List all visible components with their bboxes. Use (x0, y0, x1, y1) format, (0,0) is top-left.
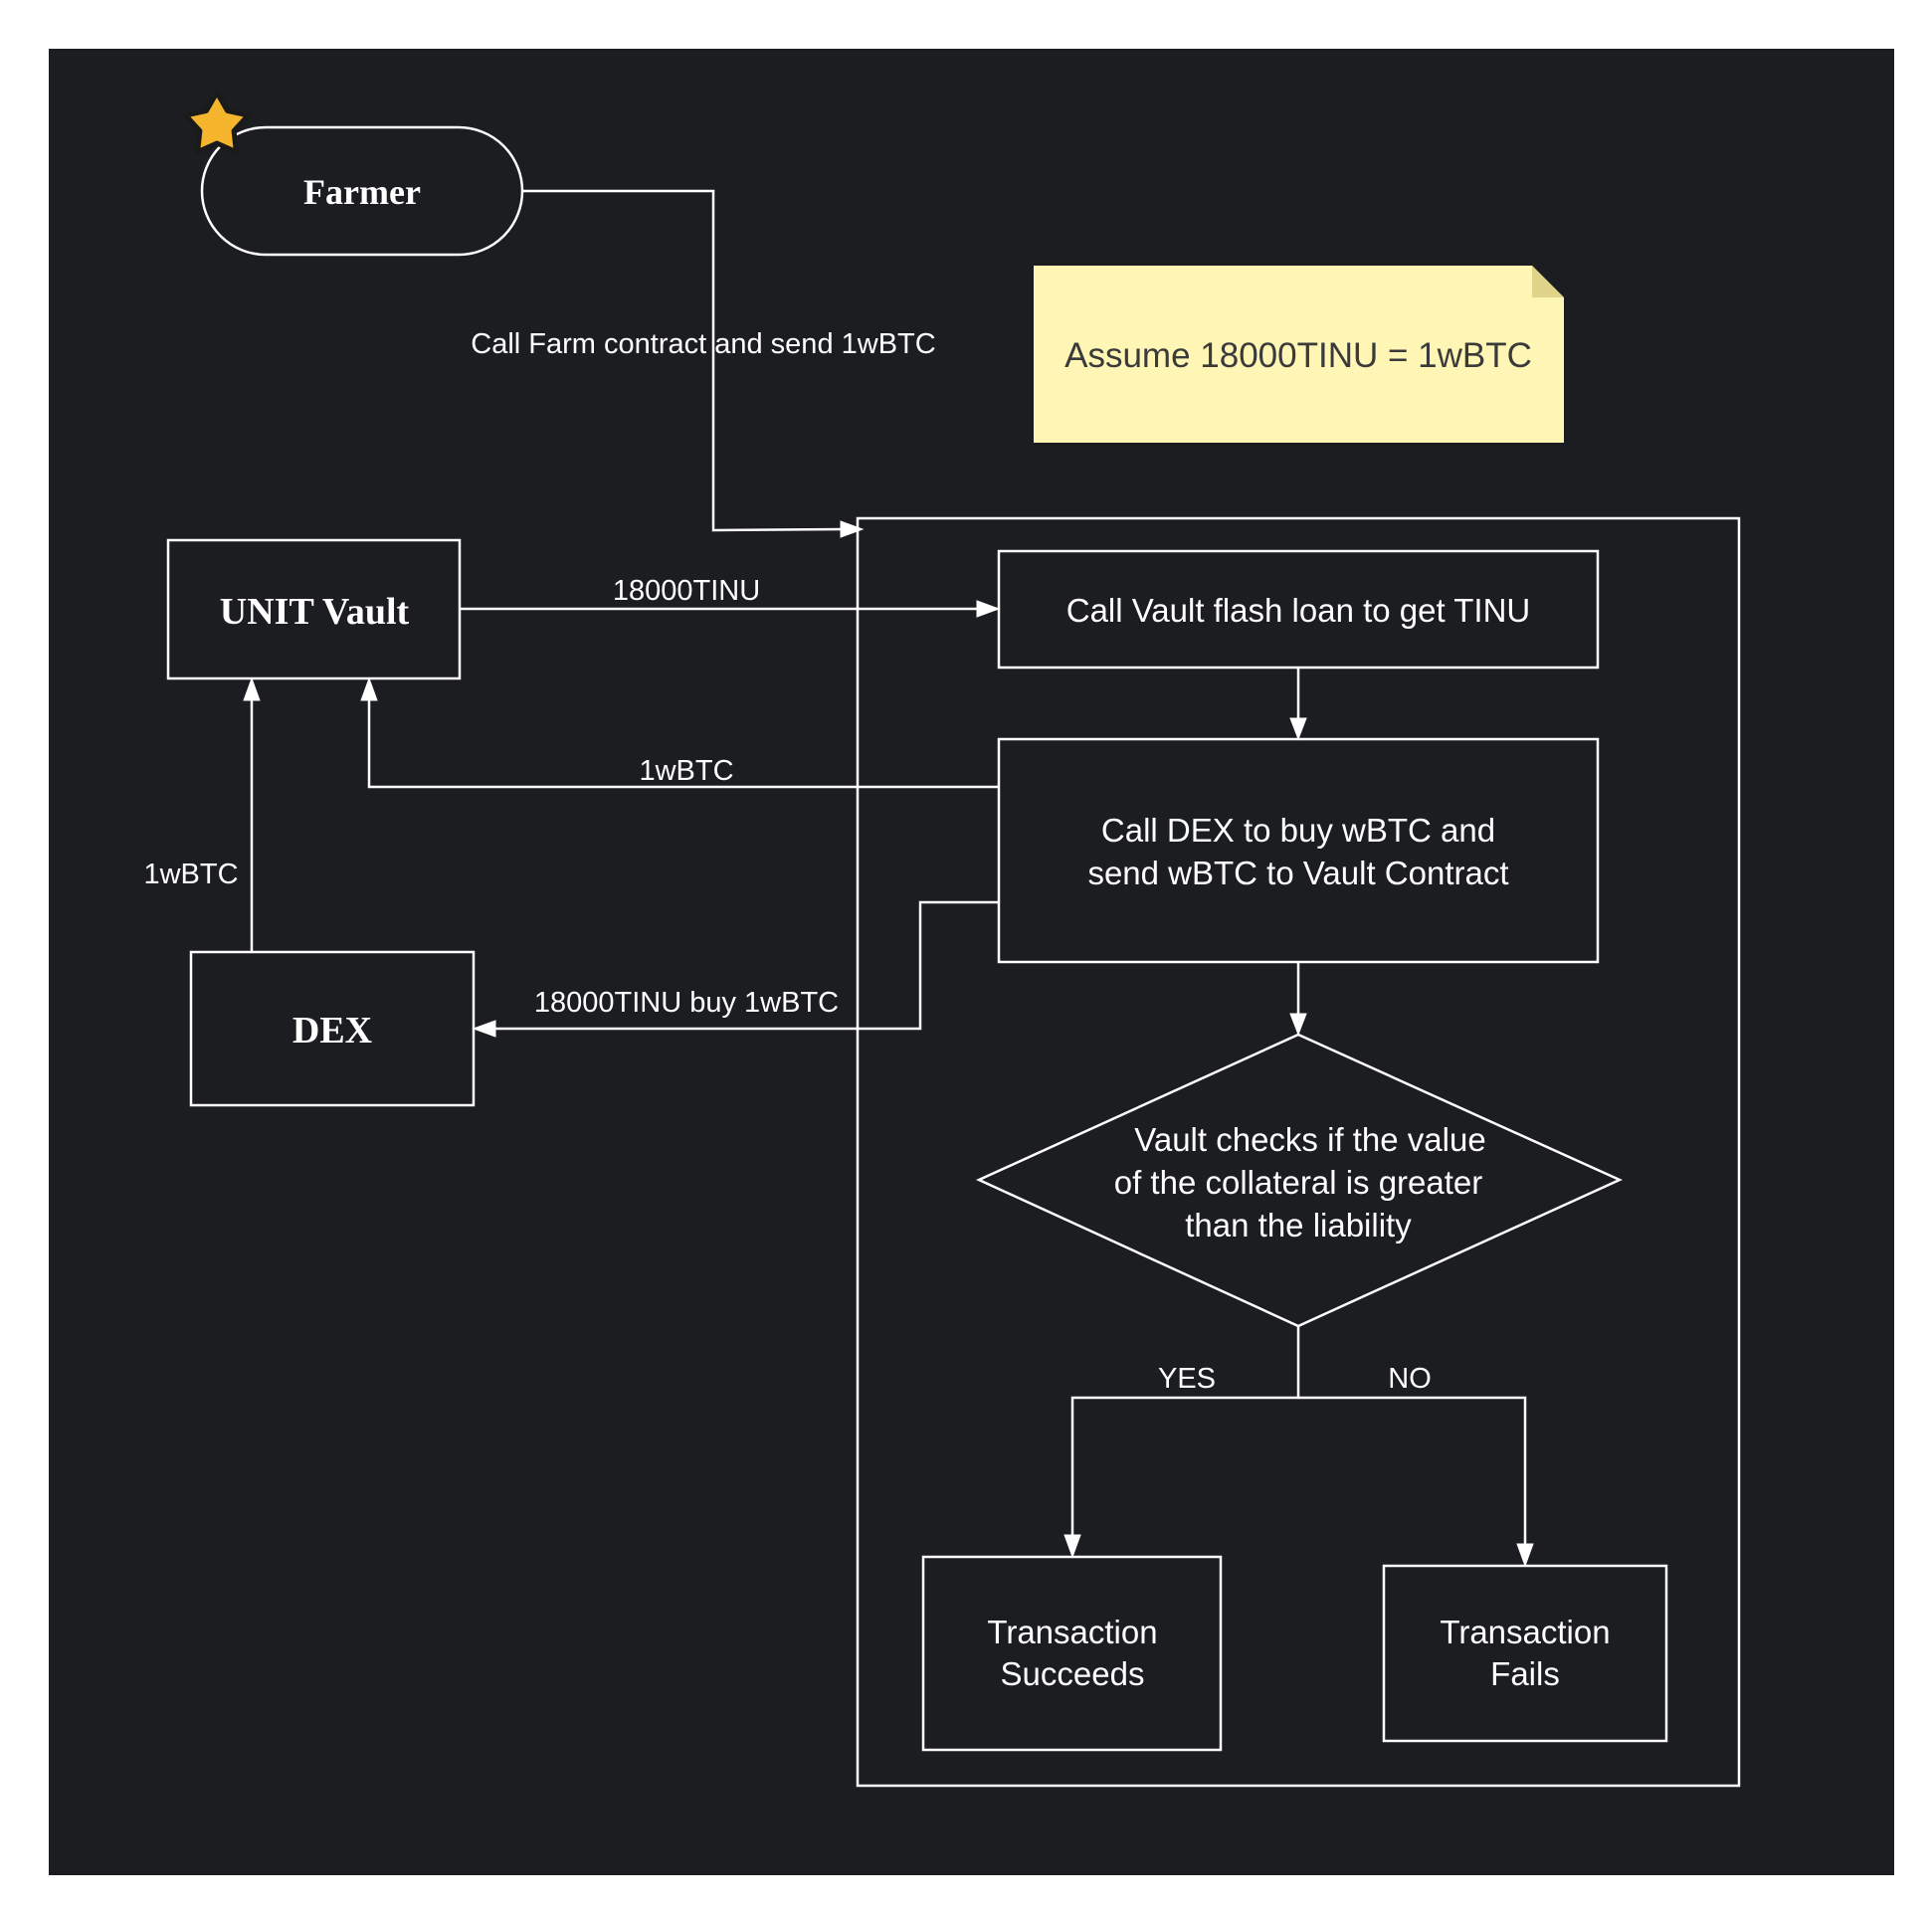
edge-decision-yes: YES (1063, 1326, 1300, 1559)
decision-label-line-3: than the liability (1185, 1207, 1412, 1244)
farm-contract-container (856, 516, 1741, 1788)
fail-label-line-2: Fails (1490, 1655, 1560, 1692)
decision-label-line-1: Vault checks if the value (1134, 1121, 1485, 1158)
unit-vault-label: UNIT Vault (220, 591, 410, 633)
collateral-check-decision: Vault checks if the value of the collate… (975, 1033, 1624, 1328)
edge-vault-to-flash-loan: 18000TINU (460, 575, 1001, 618)
arrow-head (840, 520, 865, 538)
edge-farmer-to-contract: Call Farm contract and send 1wBTC (471, 189, 936, 538)
arrow-head (243, 676, 261, 701)
edge-label-no: NO (1388, 1363, 1432, 1395)
arrow-head (1063, 1534, 1081, 1559)
star-icon (183, 90, 251, 155)
edge-label-vault-to-flash: 18000TINU (613, 575, 760, 607)
call-dex-label-line-2: send wBTC to Vault Contract (1087, 855, 1508, 891)
edge-call-dex-to-decision (1289, 962, 1307, 1037)
edge-flash-to-call-dex (1289, 668, 1307, 741)
edge-label-call-to-dex: 18000TINU buy 1wBTC (534, 987, 839, 1019)
edge-label-dex-to-vault: 1wBTC (143, 859, 238, 890)
diagram-canvas (49, 49, 1894, 1875)
edge-label-call-to-vault: 1wBTC (639, 755, 733, 787)
farmer-node: Farmer (200, 125, 524, 257)
arrow-head (472, 1020, 496, 1038)
edge-label-yes: YES (1158, 1363, 1216, 1395)
transaction-succeeds-node: Transaction Succeeds (921, 1555, 1223, 1752)
call-dex-label-line-1: Call DEX to buy wBTC and (1101, 812, 1495, 849)
edge-call-dex-to-vault: 1wBTC (360, 676, 999, 789)
decision-label-line-2: of the collateral is greater (1114, 1164, 1483, 1201)
flash-loan-step: Call Vault flash loan to get TINU (997, 549, 1600, 670)
edge-call-dex-to-dex: 18000TINU buy 1wBTC (472, 900, 999, 1038)
success-label-line-1: Transaction (987, 1614, 1157, 1650)
fail-label-line-1: Transaction (1440, 1614, 1610, 1650)
assumption-note: Assume 18000TINU = 1wBTC (1034, 266, 1564, 443)
farmer-label: Farmer (303, 172, 421, 212)
dex-label: DEX (292, 1010, 372, 1052)
success-label-line-2: Succeeds (1001, 1655, 1145, 1692)
edge-dex-to-vault: 1wBTC (143, 676, 261, 952)
edge-label-farmer-call: Call Farm contract and send 1wBTC (471, 328, 935, 360)
note-shape (1034, 266, 1564, 443)
flash-loan-label: Call Vault flash loan to get TINU (1066, 592, 1531, 629)
note-text: Assume 18000TINU = 1wBTC (1064, 336, 1532, 375)
note-fold (1532, 266, 1564, 297)
arrow-head (1289, 717, 1307, 741)
transaction-fails-node: Transaction Fails (1382, 1564, 1668, 1743)
arrow-head (976, 600, 1001, 618)
edge-decision-no: NO (1298, 1363, 1534, 1568)
arrow-head (1289, 1013, 1307, 1037)
arrow-head (1516, 1543, 1534, 1568)
arrow-head (360, 676, 378, 701)
